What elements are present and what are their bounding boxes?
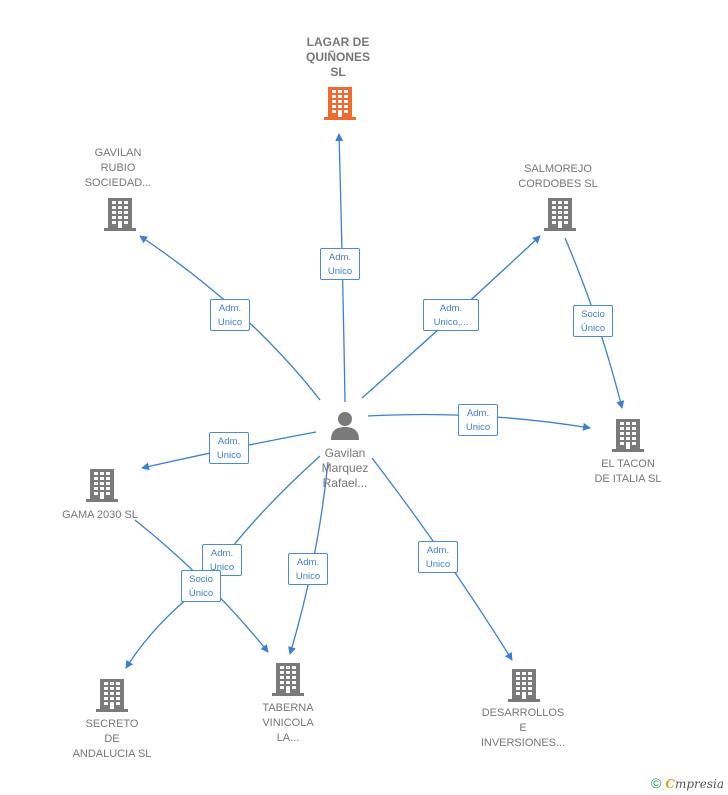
building-icon[interactable]: [272, 662, 304, 701]
building-icon[interactable]: [544, 197, 576, 236]
company-name-gama[interactable]: GAMA 2030 SL: [62, 509, 138, 521]
footer-brand: ©Cmpresia: [651, 775, 724, 791]
company-name-desarrollos[interactable]: DESARROLLOS E INVERSIONES...: [480, 707, 566, 749]
brand-logo: Cmpresia: [665, 777, 724, 791]
relation-badge[interactable]: Adm. Unico: [458, 404, 498, 436]
relation-badge[interactable]: Adm. Unico: [209, 432, 249, 464]
relation-badge[interactable]: Adm. Unico: [418, 541, 458, 573]
building-icon[interactable]: [508, 668, 540, 707]
company-name-salmorejo[interactable]: SALMOREJO CORDOBES SL: [518, 163, 598, 190]
relation-badge[interactable]: Adm. Unico: [202, 544, 242, 576]
building-icon[interactable]: [86, 468, 118, 507]
company-name-tacon[interactable]: EL TACON DE ITALIA SL: [594, 458, 662, 485]
building-icon[interactable]: [324, 86, 356, 125]
company-name-secreto[interactable]: SECRETO DE ANDALUCIA SL: [72, 718, 152, 760]
relation-badge[interactable]: Adm. Unico: [288, 553, 328, 585]
building-icon[interactable]: [104, 197, 136, 236]
relation-edge: [125, 597, 189, 669]
relation-badge[interactable]: Socio Único: [181, 570, 221, 602]
building-icon[interactable]: [96, 678, 128, 717]
company-name-lagar[interactable]: LAGAR DE QUIÑONES SL: [305, 35, 370, 79]
relation-badge[interactable]: Adm. Unico: [320, 248, 360, 280]
relation-badge[interactable]: Socio Único: [573, 305, 613, 337]
relation-badge[interactable]: Adm. Unico,...: [423, 299, 479, 331]
relation-badge[interactable]: Adm. Unico: [210, 299, 250, 331]
person-name[interactable]: Gavilan Marquez Rafael...: [321, 446, 369, 490]
copyright-symbol: ©: [651, 775, 662, 791]
company-name-gavilan-rubio[interactable]: GAVILAN RUBIO SOCIEDAD...: [84, 147, 152, 189]
building-icon[interactable]: [612, 418, 644, 457]
person-icon[interactable]: [330, 410, 360, 445]
company-name-taberna[interactable]: TABERNA VINICOLA LA...: [262, 702, 314, 744]
